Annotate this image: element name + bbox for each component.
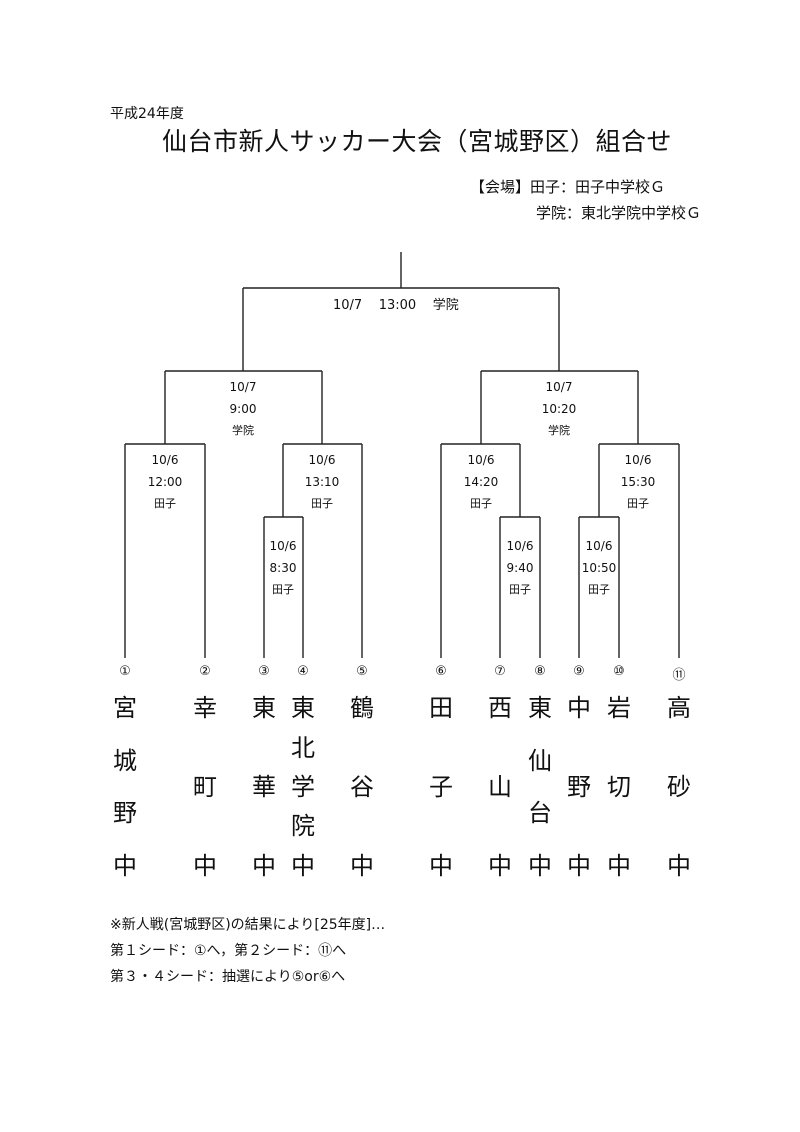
match-time: 9:00: [229, 402, 257, 416]
team-name-char: 中: [567, 852, 591, 880]
team-number: ①: [119, 664, 131, 679]
team-name-char: 幸: [193, 694, 217, 722]
team-number: ⑥: [435, 664, 447, 679]
page-title: 仙台市新人サッカー大会（宮城野区）組合せ: [162, 127, 673, 156]
final-match-label: 10/7 13:00 学院: [333, 294, 459, 313]
match-date: 10/6: [624, 453, 652, 467]
match-date: 10/6: [467, 453, 495, 467]
team-name-char: 仙: [528, 747, 552, 775]
match-label-r3: 10/6 10:50 田子: [582, 535, 617, 601]
match-label-r2: 10/6 9:40 田子: [507, 535, 534, 601]
team-name-char: 高: [667, 694, 691, 722]
team-name-char: 中: [607, 852, 631, 880]
team-number: ⑦: [494, 664, 506, 679]
match-time: 10:20: [541, 402, 577, 416]
note-line: 第３・４シード：抽選により⑤or⑥へ: [110, 969, 346, 985]
match-label-q2: 10/6 13:10 田子: [305, 449, 340, 515]
match-venue: 田子: [627, 497, 649, 510]
semi-right-label: 10/7 10:20 学院: [542, 376, 577, 442]
team-number: ②: [199, 664, 211, 679]
match-time: 8:30: [269, 561, 297, 575]
match-time: 12:00: [147, 475, 183, 489]
team-name-char: 町: [193, 773, 217, 801]
match-time: 13:00: [378, 298, 417, 313]
team-name-char: 中: [528, 852, 552, 880]
semi-left-label: 10/7 9:00 学院: [230, 376, 257, 442]
team-name-char: 中: [488, 852, 512, 880]
team-name-char: 子: [429, 773, 453, 801]
team-number: ⑤: [356, 664, 368, 679]
team-name-char: 岩: [607, 694, 631, 722]
team-name-char: 宮: [113, 694, 137, 722]
match-date: 10/7: [545, 380, 573, 394]
notes-section: ※新人戦(宮城野区)の結果により[25年度]… 第１シード：①へ，第２シード：⑪…: [110, 912, 385, 990]
team-name-char: 山: [488, 773, 512, 801]
team-number: ⑪: [672, 668, 686, 683]
team-name-char: 華: [252, 773, 276, 801]
team-name-char: 中: [291, 852, 315, 880]
match-date: 10/6: [506, 539, 534, 553]
match-time: 10:50: [581, 561, 617, 575]
match-venue: 学院: [231, 424, 254, 437]
team-name-char: 西: [488, 694, 512, 722]
team-name-char: 台: [528, 799, 552, 827]
venue-line-2: 学院：東北学院中学校Ｇ: [536, 204, 702, 222]
team-name-char: 砂: [667, 773, 691, 801]
match-date: 10/6: [151, 453, 179, 467]
team-name-char: 北: [291, 734, 315, 762]
team-name-char: 学: [291, 773, 315, 801]
match-venue: 田子: [154, 497, 176, 510]
match-date: 10/7: [333, 298, 363, 313]
match-date: 10/6: [308, 453, 336, 467]
match-label-q3: 10/6 14:20 田子: [464, 449, 499, 515]
team-number: ③: [258, 664, 270, 679]
match-venue: 田子: [271, 583, 294, 596]
team-name-char: 田: [429, 694, 453, 722]
team-name-char: 野: [113, 799, 137, 827]
team-name-char: 中: [193, 852, 217, 880]
team-name-char: 東: [291, 694, 315, 722]
match-label-q1: 10/6 12:00 田子: [148, 449, 183, 515]
team-number: ④: [297, 664, 309, 679]
match-venue: 田子: [470, 497, 492, 510]
team-number: ⑧: [534, 664, 546, 679]
team-number: ⑩: [613, 664, 625, 679]
venue-line-1: 【会場】田子：田子中学校Ｇ: [470, 178, 666, 196]
year-label: 平成24年度: [110, 106, 184, 122]
team-name-char: 中: [567, 694, 591, 722]
match-time: 9:40: [506, 561, 534, 575]
team-name-char: 東: [528, 694, 552, 722]
team-name-char: 谷: [350, 773, 374, 801]
match-date: 10/6: [269, 539, 297, 553]
match-label-q4: 10/6 15:30 田子: [621, 449, 656, 515]
team-name-char: 中: [113, 852, 137, 880]
match-venue: 学院: [432, 298, 459, 313]
match-date: 10/7: [229, 380, 257, 394]
team-name-char: 中: [667, 852, 691, 880]
match-date: 10/6: [585, 539, 613, 553]
match-time: 15:30: [620, 475, 656, 489]
note-line: ※新人戦(宮城野区)の結果により[25年度]…: [110, 917, 386, 933]
match-venue: 田子: [588, 583, 610, 596]
match-venue: 田子: [508, 583, 531, 596]
team-name-char: 中: [252, 852, 276, 880]
team-number: ⑨: [573, 664, 585, 679]
match-time: 13:10: [304, 475, 340, 489]
match-venue: 田子: [311, 497, 333, 510]
team-name-char: 中: [350, 852, 374, 880]
team-name-char: 東: [252, 694, 276, 722]
team-name-char: 野: [567, 773, 591, 801]
match-time: 14:20: [463, 475, 499, 489]
match-label-r1: 10/6 8:30 田子: [270, 535, 297, 601]
note-line: 第１シード：①へ，第２シード：⑪へ: [110, 943, 347, 959]
team-name-char: 城: [113, 747, 137, 775]
team-name-char: 院: [291, 812, 315, 840]
team-name-char: 切: [607, 773, 631, 801]
match-venue: 学院: [548, 424, 570, 437]
team-name-char: 鶴: [350, 694, 374, 722]
team-name-char: 中: [429, 852, 453, 880]
